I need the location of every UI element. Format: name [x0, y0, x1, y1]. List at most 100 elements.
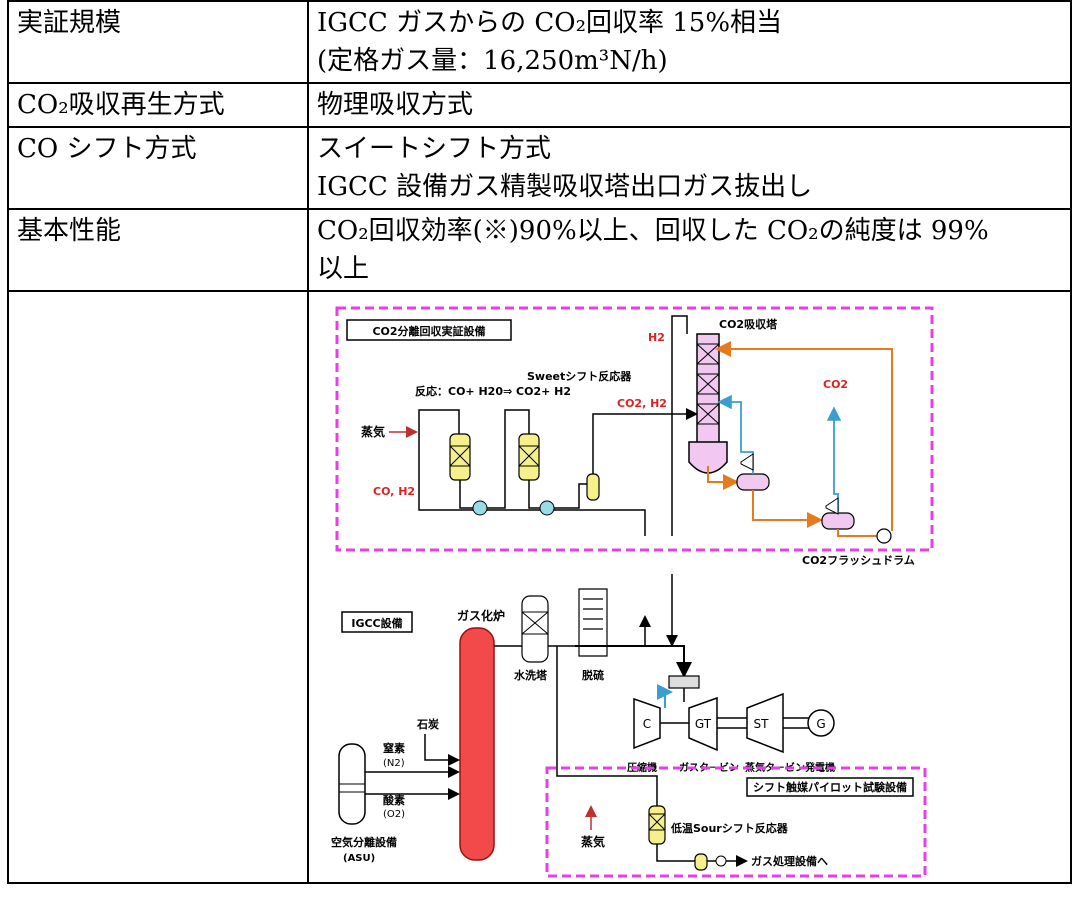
gasifier: [459, 627, 495, 861]
row-value: CO₂回収効率(※)90%以上、回収した CO₂の純度は 99% 以上: [307, 208, 1072, 292]
water-wash-label: 水洗塔: [514, 668, 548, 682]
compressor-shape: [633, 697, 661, 750]
row-key: CO₂吸収再生方式: [7, 82, 309, 128]
gt-letter: GT: [695, 717, 712, 731]
table-row: CO2分離回収実証設備 H2 CO2吸収塔 Sweetシフト反応器 反応：CO+…: [7, 290, 1072, 884]
compressor-label: 圧縮機: [627, 761, 657, 774]
line-r2-drum: [528, 480, 587, 509]
co2-h2-label: CO2, H2: [617, 397, 667, 410]
pilot-area: [545, 766, 927, 878]
igcc-box-frame: [341, 611, 413, 633]
steam-label: 蒸気: [361, 424, 385, 439]
co2-out-label: CO2: [823, 378, 848, 391]
shift-reactor-2: [518, 433, 540, 481]
row-key: CO シフト方式: [7, 126, 309, 210]
desulf-label: 脱硫: [582, 668, 604, 682]
co2-box-title-frame: [346, 319, 512, 341]
knockout-drum: [586, 473, 600, 501]
heat-exchanger-1: [472, 500, 488, 516]
n2-formula: (N2): [383, 758, 405, 769]
compressor-air: [657, 684, 673, 708]
diagram-cell: CO2分離回収実証設備 H2 CO2吸収塔 Sweetシフト反応器 反応：CO+…: [307, 290, 1072, 884]
feed-line: [418, 409, 646, 536]
value-line: IGCC 設備ガス精製吸収塔出口ガス抜出し: [317, 172, 813, 202]
sour-shift-label: 低温Sourシフト反応器: [670, 821, 789, 835]
st-letter: ST: [754, 717, 770, 731]
igcc-box-label: IGCC設備: [351, 616, 402, 630]
heat-exchanger-2: [539, 500, 555, 516]
line-r1-r2: [459, 409, 530, 509]
o2-formula: (O2): [383, 809, 405, 820]
reactor-2-cross: [518, 445, 540, 467]
value-line: (定格ガス量：16,250m³N/h): [317, 46, 668, 76]
row-value: IGCC ガスからの CO₂回収率 15%相当 (定格ガス量：16,250m³N…: [307, 0, 1072, 84]
value-line: IGCC ガスからの CO₂回収率 15%相当: [317, 8, 783, 38]
g-letter: G: [816, 717, 825, 731]
sour-cross: [648, 813, 666, 831]
compressor-letter: C: [643, 717, 651, 731]
pilot-title-frame: [746, 777, 914, 797]
value-line: 物理吸収方式: [317, 90, 474, 120]
asu-band: [339, 783, 365, 793]
row-key: 基本性能: [7, 208, 309, 292]
tower-cross: [521, 611, 549, 635]
row-value: 物理吸収方式: [307, 82, 1072, 128]
co-h2-label: CO, H2: [373, 485, 415, 498]
sour-reactor: [648, 805, 666, 845]
pilot-title: シフト触媒パイロット試験設備: [753, 780, 907, 794]
gas-turbine-shape: [688, 696, 718, 752]
combustor: [668, 675, 700, 689]
valve: [715, 855, 727, 867]
row-value: スイートシフト方式 IGCC 設備ガス精製吸収塔出口ガス抜出し: [307, 126, 1072, 210]
asu-abbr: (ASU): [343, 853, 375, 864]
absorber-bottom: [688, 441, 728, 474]
value-line: スイートシフト方式: [317, 134, 552, 164]
to-sour-line: [556, 646, 658, 806]
flash-line-1: [707, 466, 739, 490]
spec-table: 実証規模 IGCC ガスからの CO₂回収率 15%相当 (定格ガス量：16,2…: [7, 0, 1072, 884]
value-line: CO₂回収効率(※)90%以上、回収した CO₂の純度は 99%: [317, 216, 989, 246]
table-row: CO シフト方式 スイートシフト方式 IGCC 設備ガス精製吸収塔出口ガス抜出し: [7, 126, 1072, 210]
water-wash-tower: [521, 595, 549, 663]
shaft-2: [717, 717, 747, 729]
co2-capture-area: [335, 306, 934, 552]
process-diagram: CO2分離回収実証設備 H2 CO2吸収塔 Sweetシフト反応器 反応：CO+…: [331, 306, 934, 878]
o2-label: 酸素: [383, 793, 405, 807]
sweet-title: Sweetシフト反応器: [527, 369, 632, 383]
flash-drum-2: [821, 512, 855, 530]
sour-drum: [694, 853, 708, 871]
flash-drum-1: [736, 473, 770, 491]
recycle-line: [715, 341, 893, 531]
absorber-label: CO2吸収塔: [719, 317, 778, 331]
table-row: CO₂吸収再生方式 物理吸収方式: [7, 82, 1072, 128]
asu-label: 空気分離設備: [331, 835, 397, 849]
table-row: 実証規模 IGCC ガスからの CO₂回収率 15%相当 (定格ガス量：16,2…: [7, 0, 1072, 84]
blue-line-2: [826, 406, 842, 513]
gasifier-label: ガス化炉: [457, 608, 505, 623]
sour-outlet: [656, 844, 695, 862]
recycle-pump: [876, 528, 892, 544]
row-key-empty: [7, 290, 309, 884]
co2-box-title: CO2分離回収実証設備: [372, 324, 485, 338]
steam2-label: 蒸気: [581, 834, 605, 849]
coal-label: 石炭: [416, 717, 439, 731]
value-line: 以上: [317, 254, 370, 284]
shift-reactor-1: [449, 433, 471, 481]
table-row: 基本性能 CO₂回収効率(※)90%以上、回収した CO₂の純度は 99% 以上: [7, 208, 1072, 292]
compressor-small-1: [740, 453, 754, 471]
reactor-1-cross: [449, 445, 471, 467]
flash-drum-label: CO2フラッシュドラム: [802, 554, 915, 567]
compressor-small-2: [825, 497, 839, 515]
shaft-3: [783, 717, 809, 729]
to-gas-treat-label: ガス処理設備へ: [751, 854, 828, 868]
co2-h2-line: [592, 408, 698, 474]
reaction-label: 反応：CO+ H20⇒ CO2+ H2: [415, 384, 571, 398]
drum-bottom-line: [837, 529, 877, 537]
main-gas-line: [575, 645, 692, 678]
generator-shape: [807, 709, 835, 737]
h2-line: [671, 315, 688, 536]
steam-turbine-shape: [746, 692, 784, 754]
coal-line: [424, 734, 460, 766]
n2-label: 窒素: [383, 741, 405, 755]
flash-line-2: [752, 490, 823, 528]
